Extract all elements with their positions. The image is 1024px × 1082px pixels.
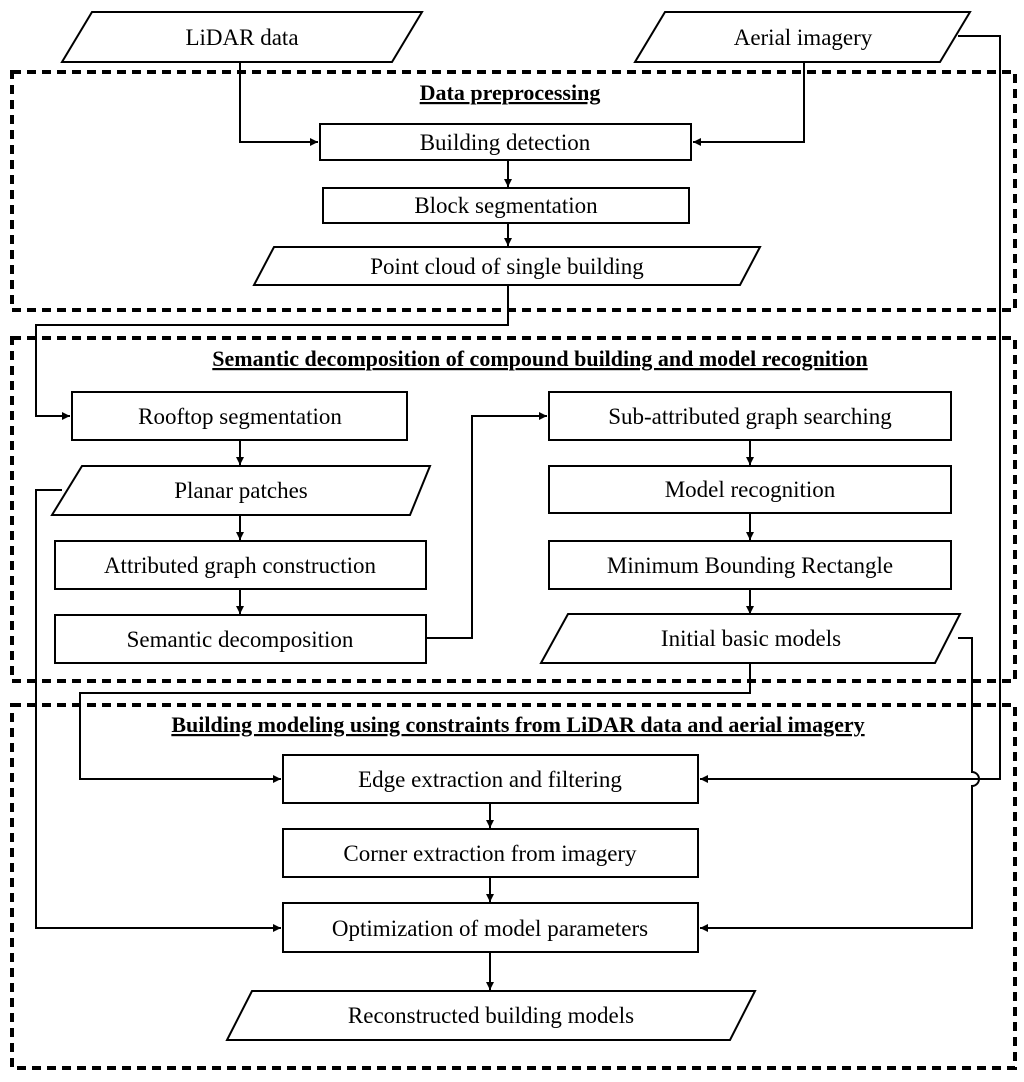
group-box-modeling (10, 703, 1017, 1070)
node-attributed-graph: Attributed graph construction (54, 540, 427, 590)
group-title-decomposition: Semantic decomposition of compound build… (212, 346, 867, 371)
edge-initial-to-edge-extraction (79, 663, 751, 783)
node-optimization: Optimization of model parameters (282, 902, 699, 953)
node-min-bounding-rect-label: Minimum Bounding Rectangle (607, 553, 893, 578)
node-subgraph-searching-label: Sub-attributed graph searching (608, 404, 892, 429)
node-rooftop-segmentation: Rooftop segmentation (71, 391, 408, 441)
group-box-decomposition (10, 336, 1017, 683)
node-block-segmentation: Block segmentation (322, 187, 690, 224)
node-aerial-imagery: Aerial imagery (633, 11, 972, 63)
node-lidar-data: LiDAR data (60, 11, 424, 63)
node-reconstructed-models-label: Reconstructed building models (348, 1003, 634, 1028)
node-initial-models: Initial basic models (539, 613, 962, 664)
group-title-preprocessing: Data preprocessing (420, 80, 601, 105)
node-rooftop-segmentation-label: Rooftop segmentation (138, 404, 342, 429)
node-model-recognition: Model recognition (548, 465, 952, 514)
edge-initial-to-optimization (700, 637, 980, 932)
group-title-modeling: Building modeling using constraints from… (171, 712, 864, 737)
node-corner-extraction-label: Corner extraction from imagery (343, 841, 637, 866)
edge-lidar-to-detection (239, 62, 318, 146)
edge-decomposition-to-subgraph (426, 412, 547, 639)
edge-planar-to-optimization (35, 489, 281, 932)
node-attributed-graph-label: Attributed graph construction (104, 553, 377, 578)
node-lidar-data-label: LiDAR data (185, 25, 298, 50)
node-min-bounding-rect: Minimum Bounding Rectangle (548, 540, 952, 590)
node-point-cloud-label: Point cloud of single building (370, 254, 644, 279)
node-semantic-decomposition-label: Semantic decomposition (127, 627, 354, 652)
node-subgraph-searching: Sub-attributed graph searching (548, 391, 952, 441)
group-box-preprocessing (10, 70, 1017, 312)
node-building-detection: Building detection (319, 123, 692, 161)
node-edge-extraction-label: Edge extraction and filtering (358, 767, 622, 792)
node-planar-patches: Planar patches (50, 465, 432, 516)
node-reconstructed-models: Reconstructed building models (225, 990, 757, 1041)
node-block-segmentation-label: Block segmentation (414, 193, 598, 218)
node-edge-extraction: Edge extraction and filtering (282, 754, 699, 804)
node-planar-patches-label: Planar patches (174, 478, 308, 503)
node-model-recognition-label: Model recognition (665, 477, 836, 502)
node-optimization-label: Optimization of model parameters (332, 916, 648, 941)
connectors (35, 35, 1001, 990)
edge-aerial-to-edge-extraction (700, 35, 1001, 783)
node-semantic-decomposition: Semantic decomposition (54, 614, 427, 664)
node-point-cloud: Point cloud of single building (252, 246, 762, 286)
node-corner-extraction: Corner extraction from imagery (282, 828, 699, 878)
edge-pointcloud-to-rooftop (35, 285, 509, 420)
node-aerial-imagery-label: Aerial imagery (734, 25, 873, 50)
node-building-detection-label: Building detection (420, 130, 591, 155)
node-initial-models-label: Initial basic models (661, 626, 841, 651)
edge-aerial-to-detection (693, 62, 805, 146)
